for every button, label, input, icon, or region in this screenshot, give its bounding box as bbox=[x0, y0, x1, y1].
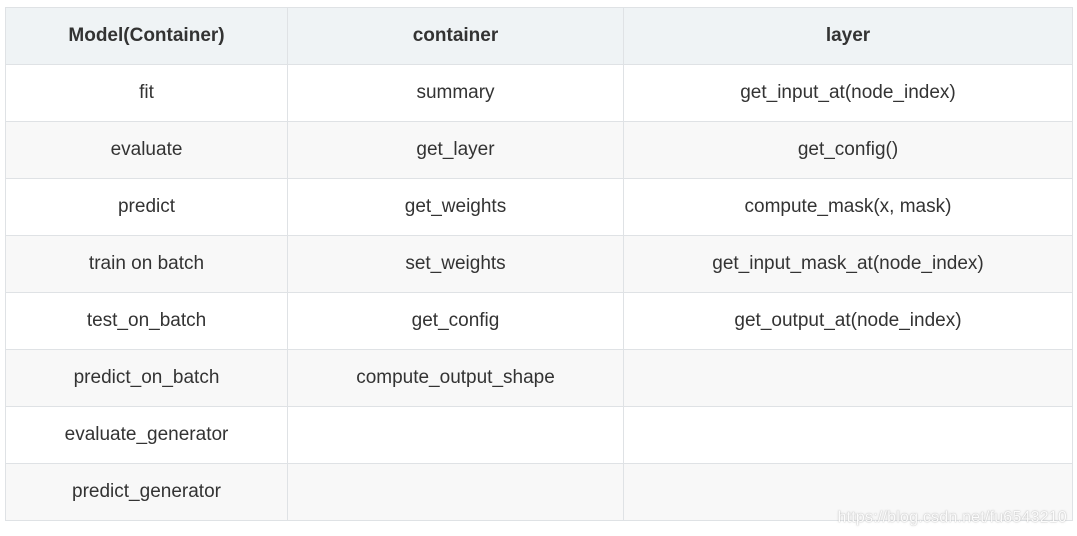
header-container: container bbox=[287, 7, 624, 65]
table-row: test_on_batch get_config get_output_at(n… bbox=[5, 292, 1073, 350]
table-cell: fit bbox=[5, 64, 288, 122]
table-cell bbox=[287, 463, 624, 521]
table-row: predict get_weights compute_mask(x, mask… bbox=[5, 178, 1073, 236]
table-cell: train on batch bbox=[5, 235, 288, 293]
table-row: train on batch set_weights get_input_mas… bbox=[5, 235, 1073, 293]
watermark-text: https://blog.csdn.net/fu6543210 bbox=[837, 509, 1067, 526]
table-cell: get_input_mask_at(node_index) bbox=[623, 235, 1073, 293]
table-cell: test_on_batch bbox=[5, 292, 288, 350]
table-cell: set_weights bbox=[287, 235, 624, 293]
table-cell: get_config() bbox=[623, 121, 1073, 179]
table-cell: get_weights bbox=[287, 178, 624, 236]
table-cell bbox=[623, 349, 1073, 407]
table-cell: predict_on_batch bbox=[5, 349, 288, 407]
table-cell: compute_mask(x, mask) bbox=[623, 178, 1073, 236]
table-cell: summary bbox=[287, 64, 624, 122]
table-row: predict_on_batch compute_output_shape bbox=[5, 349, 1073, 407]
table-cell: evaluate_generator bbox=[5, 406, 288, 464]
header-layer: layer bbox=[623, 7, 1073, 65]
table-cell bbox=[623, 406, 1073, 464]
table-row: evaluate_generator bbox=[5, 406, 1073, 464]
table-row: evaluate get_layer get_config() bbox=[5, 121, 1073, 179]
table-row: fit summary get_input_at(node_index) bbox=[5, 64, 1073, 122]
table-body: fit summary get_input_at(node_index) eva… bbox=[5, 64, 1073, 521]
table-cell: predict_generator bbox=[5, 463, 288, 521]
table-cell: compute_output_shape bbox=[287, 349, 624, 407]
table-cell: get_layer bbox=[287, 121, 624, 179]
table-cell: get_output_at(node_index) bbox=[623, 292, 1073, 350]
header-model-container: Model(Container) bbox=[5, 7, 288, 65]
table-header: Model(Container) container layer bbox=[5, 7, 1073, 65]
table-cell bbox=[287, 406, 624, 464]
table-cell: get_config bbox=[287, 292, 624, 350]
table-cell: get_input_at(node_index) bbox=[623, 64, 1073, 122]
table-row: predict_generator bbox=[5, 463, 1073, 521]
header-row: Model(Container) container layer bbox=[5, 7, 1073, 65]
table-cell bbox=[623, 463, 1073, 521]
api-methods-table: Model(Container) container layer fit sum… bbox=[5, 7, 1073, 521]
table-cell: predict bbox=[5, 178, 288, 236]
table-cell: evaluate bbox=[5, 121, 288, 179]
